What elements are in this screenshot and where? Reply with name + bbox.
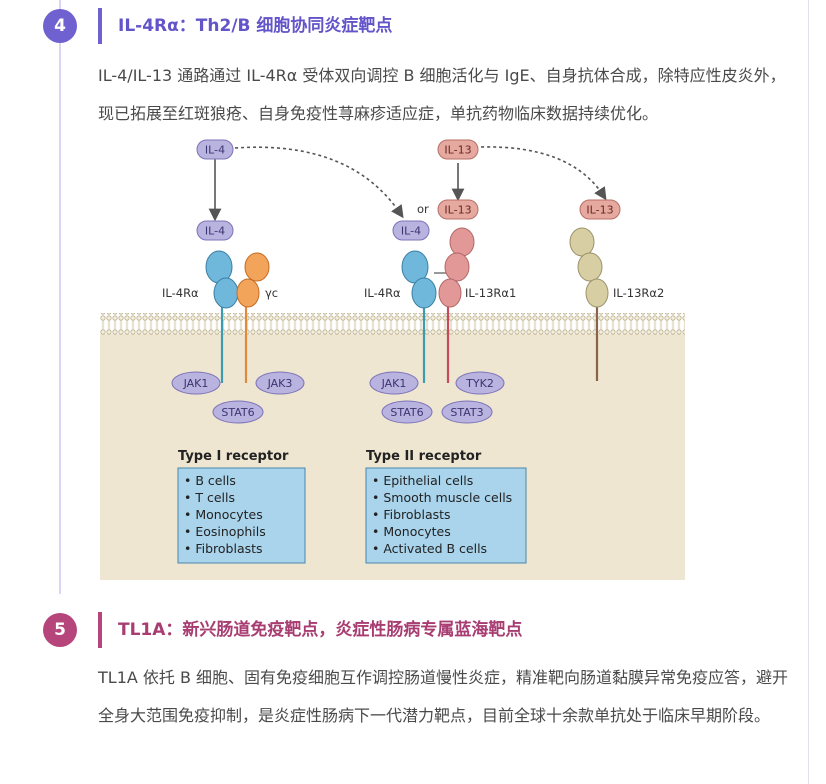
il4-to-type2-arrow xyxy=(234,146,404,219)
il13-right-label: IL-13 xyxy=(586,204,613,217)
type1-gamma-c-chain xyxy=(236,252,270,383)
diagram-svg: IL-4 IL-13 IL-4 or IL-13 IL-4 IL-13 IL-4… xyxy=(100,139,685,580)
il4-bound-left-ligand: IL-4 xyxy=(196,220,234,241)
il4-bound-mid-label: IL-4 xyxy=(401,225,421,238)
il13-to-ra2-arrow xyxy=(480,146,607,201)
il13ra1-label: IL-13Rα1 xyxy=(465,286,516,300)
stat6-label-b: STAT6 xyxy=(390,406,423,419)
type2-item: • Fibroblasts xyxy=(372,507,451,522)
stat6-pill-a: STAT6 xyxy=(212,400,264,424)
type1-item: • T cells xyxy=(184,490,235,505)
type1-item: • Fibroblasts xyxy=(184,541,263,556)
section-5-title: TL1A：新兴肠道免疫靶点，炎症性肠病专属蓝海靶点 xyxy=(98,612,522,648)
type2-box xyxy=(365,467,527,564)
jak1-label-b: JAK1 xyxy=(381,377,407,390)
type2-item: • Monocytes xyxy=(372,524,451,539)
il13ra2-chain xyxy=(569,227,609,381)
gamma-c-label: γc xyxy=(265,286,278,300)
il4-bound-left-label: IL-4 xyxy=(205,225,225,238)
tyk2-label: TYK2 xyxy=(465,377,494,390)
il13-top-label: IL-13 xyxy=(444,144,471,157)
stat3-label: STAT3 xyxy=(450,406,483,419)
section-4-title: IL-4Rα：Th2/B 细胞协同炎症靶点 xyxy=(98,8,392,44)
jak1-label-a: JAK1 xyxy=(183,377,209,390)
type2-il4ra-chain xyxy=(401,250,437,383)
stat6-pill-b: STAT6 xyxy=(381,400,433,424)
il13-mid-label: IL-13 xyxy=(444,204,471,217)
il13-top-ligand: IL-13 xyxy=(437,139,479,160)
type1-item: • Eosinophils xyxy=(184,524,266,539)
type2-il13ra1-chain xyxy=(438,227,475,383)
il4ra-label-2: IL-4Rα xyxy=(364,286,401,300)
type2-title: Type II receptor xyxy=(366,449,482,464)
or-label: or xyxy=(417,202,429,216)
stat3-pill: STAT3 xyxy=(441,400,493,424)
il4-bound-mid-ligand: IL-4 xyxy=(392,220,430,241)
stat6-label-a: STAT6 xyxy=(221,406,254,419)
timeline-line xyxy=(59,0,61,594)
jak3-label: JAK3 xyxy=(267,377,293,390)
jak3-pill: JAK3 xyxy=(255,371,305,395)
il4-top-label: IL-4 xyxy=(205,144,225,157)
type2-item: • Smooth muscle cells xyxy=(372,490,512,505)
card-border xyxy=(808,0,809,784)
tyk2-pill: TYK2 xyxy=(455,371,505,395)
section-5-paragraph: TL1A 依托 B 细胞、固有免疫细胞互作调控肠道慢性炎症，精准靶向肠道黏膜异常… xyxy=(98,668,789,725)
il4ra-label-1: IL-4Rα xyxy=(162,286,199,300)
il4-top-ligand: IL-4 xyxy=(196,139,234,160)
il13-mid-ligand: IL-13 xyxy=(437,199,479,220)
il13ra2-label: IL-13Rα2 xyxy=(613,286,664,300)
type2-item: • Activated B cells xyxy=(372,541,487,556)
type1-box xyxy=(177,467,306,564)
section-4-badge: 4 xyxy=(43,9,77,43)
jak1-pill-b: JAK1 xyxy=(369,371,419,395)
type1-item: • B cells xyxy=(184,473,236,488)
section-4-paragraph: IL-4/IL-13 通路通过 IL-4Rα 受体双向调控 B 细胞活化与 Ig… xyxy=(98,66,786,123)
type1-item: • Monocytes xyxy=(184,507,263,522)
type1-il4ra-chain xyxy=(205,250,239,383)
section-5-badge: 5 xyxy=(43,613,77,647)
il13-right-ligand: IL-13 xyxy=(579,199,621,220)
type1-title: Type I receptor xyxy=(178,449,289,464)
jak1-pill-a: JAK1 xyxy=(171,371,221,395)
il4-il13-receptor-diagram: IL-4 IL-13 IL-4 or IL-13 IL-4 IL-13 IL-4… xyxy=(100,135,690,580)
type2-item: • Epithelial cells xyxy=(372,473,473,488)
